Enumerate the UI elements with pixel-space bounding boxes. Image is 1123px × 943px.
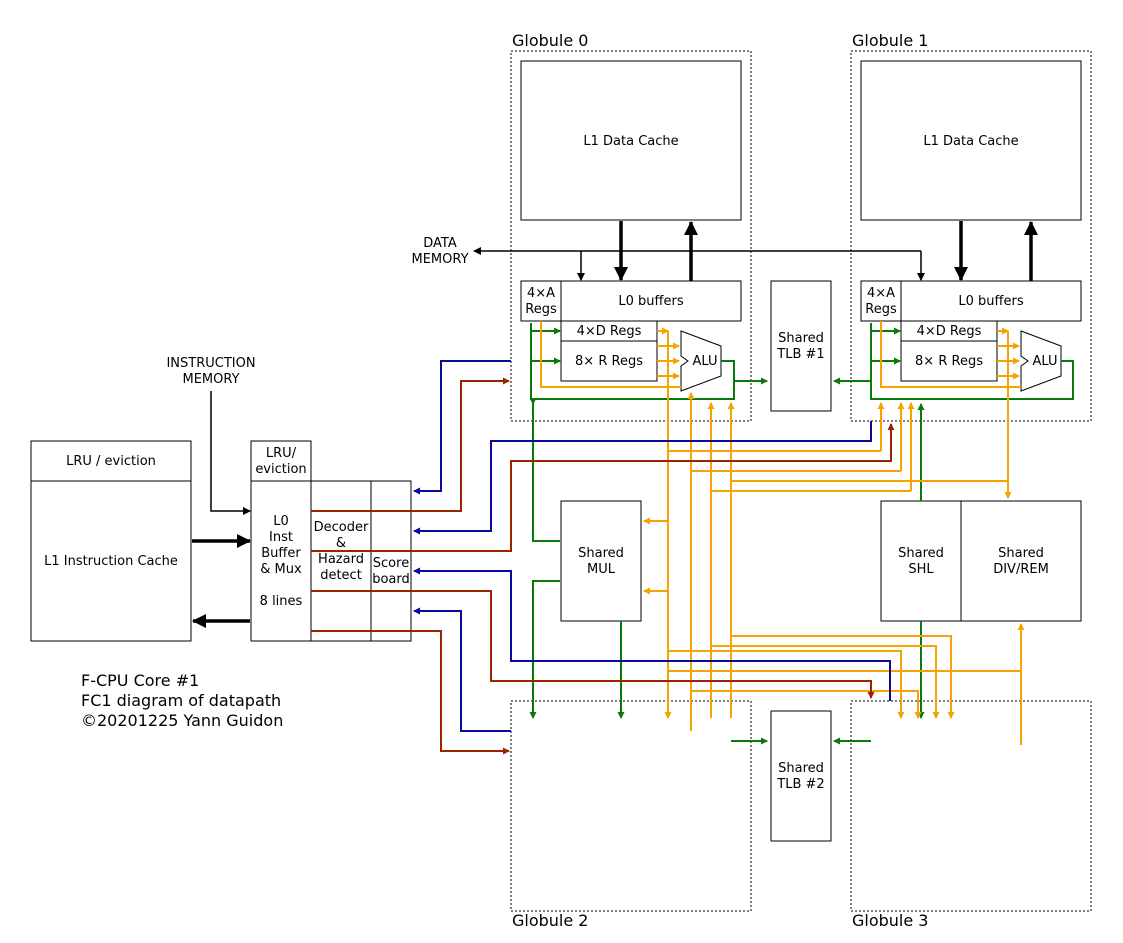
globule-3-title: Globule 3 [852, 911, 928, 930]
l1-data-cache-0 [520, 60, 742, 221]
globule-2-title: Globule 2 [512, 911, 588, 930]
alu-0 [680, 330, 722, 392]
l0-inst-line6: 8 lines [260, 594, 303, 609]
a-regs-0-line2: Regs [525, 302, 557, 317]
globule-2-outline [510, 700, 752, 912]
l0-inst-line4: & Mux [260, 562, 302, 577]
shared-mul [560, 500, 642, 622]
orange-paths [540, 321, 1025, 745]
shared-tlb-1-line1: Shared [778, 331, 824, 346]
r-regs-1-label: 8× R Regs [915, 354, 983, 369]
decoder-hazard [310, 480, 372, 642]
shared-mul-line1: Shared [578, 546, 624, 561]
r-regs-1 [900, 340, 998, 382]
l0-buffers-1 [860, 280, 1082, 322]
data-memory-line1: DATA [423, 236, 457, 251]
shared-divrem-line2: DIV/REM [993, 562, 1049, 577]
shared-mul-line2: MUL [587, 562, 616, 577]
globule-3-outline [850, 700, 1092, 912]
alu-1 [1020, 330, 1062, 392]
l0-inst-line2: Inst [269, 530, 293, 545]
blue-paths [413, 360, 891, 732]
shared-shl-line2: SHL [908, 562, 934, 577]
decoder-line3: Hazard [318, 552, 364, 567]
black-buses [192, 221, 1038, 628]
r-regs-0-label: 8× R Regs [575, 354, 643, 369]
l1-data-cache-1-label: L1 Data Cache [923, 134, 1018, 149]
shared-divrem-line1: Shared [998, 546, 1044, 561]
scoreboard-line2: board [372, 572, 410, 587]
l1-icache-lru-label: LRU / eviction [66, 454, 156, 469]
alu-1-label: ALU [1032, 354, 1057, 369]
caption-line2: FC1 diagram of datapath [81, 691, 281, 710]
red-paths [311, 377, 895, 755]
globule-1-blocks: L1 Data Cache L0 buffers 4×A Regs 4×D Re… [860, 60, 1082, 392]
shared-shl [880, 500, 962, 622]
decoder-line4: detect [320, 568, 362, 583]
l0-inst-line1: L0 [273, 514, 289, 529]
a-regs-1-line1: 4×A [867, 286, 895, 301]
decoder-line1: Decoder [314, 520, 369, 535]
globule-1-outline [850, 50, 1092, 422]
shared-divrem [960, 500, 1082, 622]
globule-1-title: Globule 1 [852, 31, 928, 50]
alu-0-label: ALU [692, 354, 717, 369]
shared-shl-line1: Shared [898, 546, 944, 561]
globule-0-outline [510, 50, 752, 422]
scoreboard-line1: Score [373, 556, 409, 571]
l0-lru-line2: eviction [255, 462, 306, 477]
d-regs-0-label: 4×D Regs [577, 324, 642, 339]
instruction-side: LRU / eviction L1 Instruction Cache LRU/… [30, 440, 412, 642]
shared-tlb-1 [770, 280, 832, 412]
l0-inst-buffer [250, 440, 312, 642]
instruction-memory-line1: INSTRUCTION [166, 356, 255, 371]
a-regs-0-line1: 4×A [527, 286, 555, 301]
d-regs-1-label: 4×D Regs [917, 324, 982, 339]
instruction-memory-line2: MEMORY [182, 372, 239, 387]
globule-0-blocks: L1 Data Cache L0 buffers 4×A Regs 4×D Re… [520, 60, 742, 392]
caption-line1: F-CPU Core #1 [81, 671, 199, 690]
l1-icache-label: L1 Instruction Cache [44, 554, 178, 569]
l0-lru-line1: LRU/ [266, 446, 297, 461]
decoder-line2: & [336, 536, 346, 551]
shared-tlb-1-line2: TLB #1 [776, 347, 824, 362]
l0-buffers-0-label: L0 buffers [618, 294, 683, 309]
l0-buffers-1-label: L0 buffers [958, 294, 1023, 309]
shared-tlb-2-line1: Shared [778, 761, 824, 776]
green-paths [529, 323, 1074, 745]
data-memory-line2: MEMORY [411, 252, 468, 267]
l0-inst-line3: Buffer [261, 546, 301, 561]
caption-line3: ©20201225 Yann Guidon [81, 711, 283, 730]
shared-tlb-2 [770, 710, 832, 842]
globule-0-title: Globule 0 [512, 31, 588, 50]
scoreboard [370, 480, 412, 642]
l1-instruction-cache [30, 440, 192, 642]
a-regs-1-line2: Regs [865, 302, 897, 317]
shared-tlb-2-line2: TLB #2 [776, 777, 824, 792]
shared-units: Shared TLB #1 Shared TLB #2 Shared MUL S… [560, 280, 1082, 842]
l1-data-cache-1 [860, 60, 1082, 221]
l1-data-cache-0-label: L1 Data Cache [583, 134, 678, 149]
globule-outlines [510, 50, 1092, 912]
instruction-memory-arrow [210, 391, 251, 515]
